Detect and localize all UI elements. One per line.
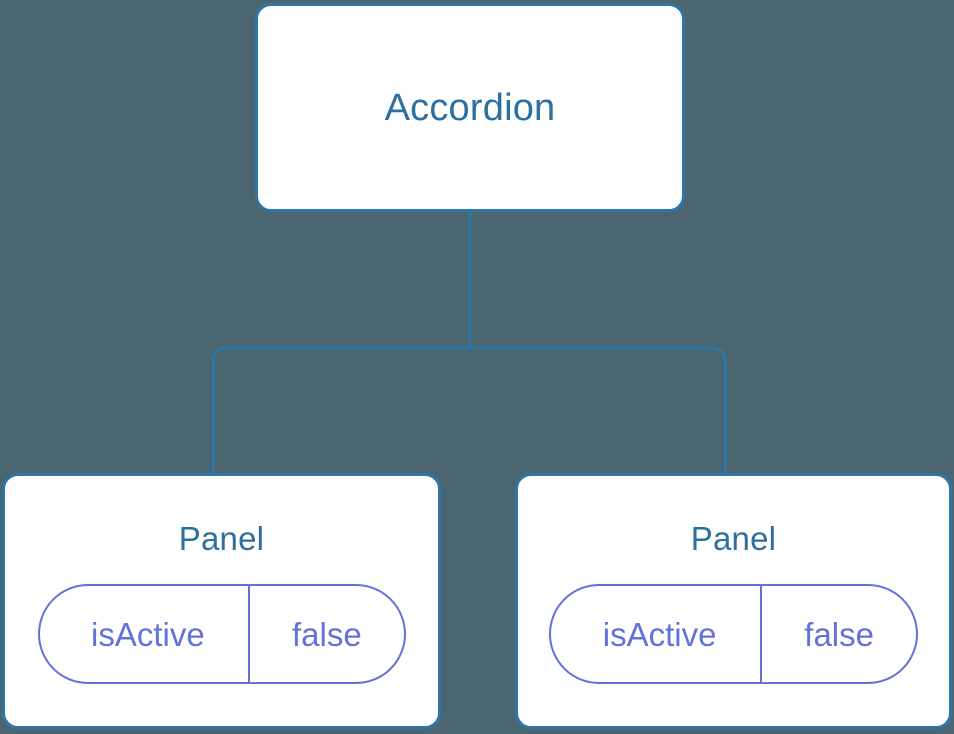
prop-value-label: false xyxy=(804,615,874,653)
prop-pill-isactive-left[interactable]: isActive false xyxy=(37,584,406,684)
prop-key-label: isActive xyxy=(551,586,763,682)
prop-key-label: isActive xyxy=(40,586,251,682)
prop-pill-isactive-right[interactable]: isActive false xyxy=(549,584,918,684)
node-panel-left-title: Panel xyxy=(178,520,265,557)
prop-value-label: false xyxy=(292,615,362,653)
node-accordion-title: Accordion xyxy=(384,86,556,129)
node-panel-left[interactable]: Panel isActive false xyxy=(2,473,441,729)
node-panel-right-title: Panel xyxy=(690,520,777,557)
edge-accordion-to-panel-left xyxy=(211,208,472,482)
node-panel-right[interactable]: Panel isActive false xyxy=(515,473,952,729)
edge-accordion-to-panel-right xyxy=(468,208,727,482)
node-accordion[interactable]: Accordion xyxy=(255,3,685,212)
